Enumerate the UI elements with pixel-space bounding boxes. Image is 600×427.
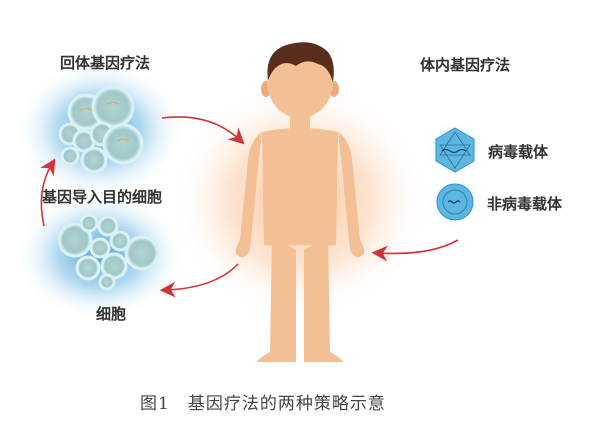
human-figure: [235, 42, 365, 362]
modified-cell-cluster: [58, 85, 144, 174]
arrow-vector-to-body: [371, 239, 459, 262]
cell-cluster: [57, 213, 160, 291]
figure-caption-text: 基因疗法的两种策略示意: [187, 394, 386, 414]
viral-vector-label: 病毒载体: [488, 143, 549, 161]
arrow-cells-up: [40, 158, 56, 227]
modified-cells-label: 基因导入目的细胞: [42, 188, 163, 206]
in-vivo-title: 体内基因疗法: [420, 56, 511, 74]
arrow-to-cells: [159, 263, 239, 298]
non-viral-vector-icon: [436, 183, 474, 221]
ex-vivo-title: 回体基因疗法: [60, 54, 151, 72]
arrow-to-body: [161, 116, 245, 145]
viral-vector-icon: [435, 127, 475, 173]
figure-number: 图1: [140, 394, 170, 414]
cells-label: 细胞: [96, 305, 127, 323]
non-viral-vector-label: 非病毒载体: [487, 195, 563, 213]
figure-caption: 图1 基因疗法的两种策略示意: [140, 389, 386, 414]
